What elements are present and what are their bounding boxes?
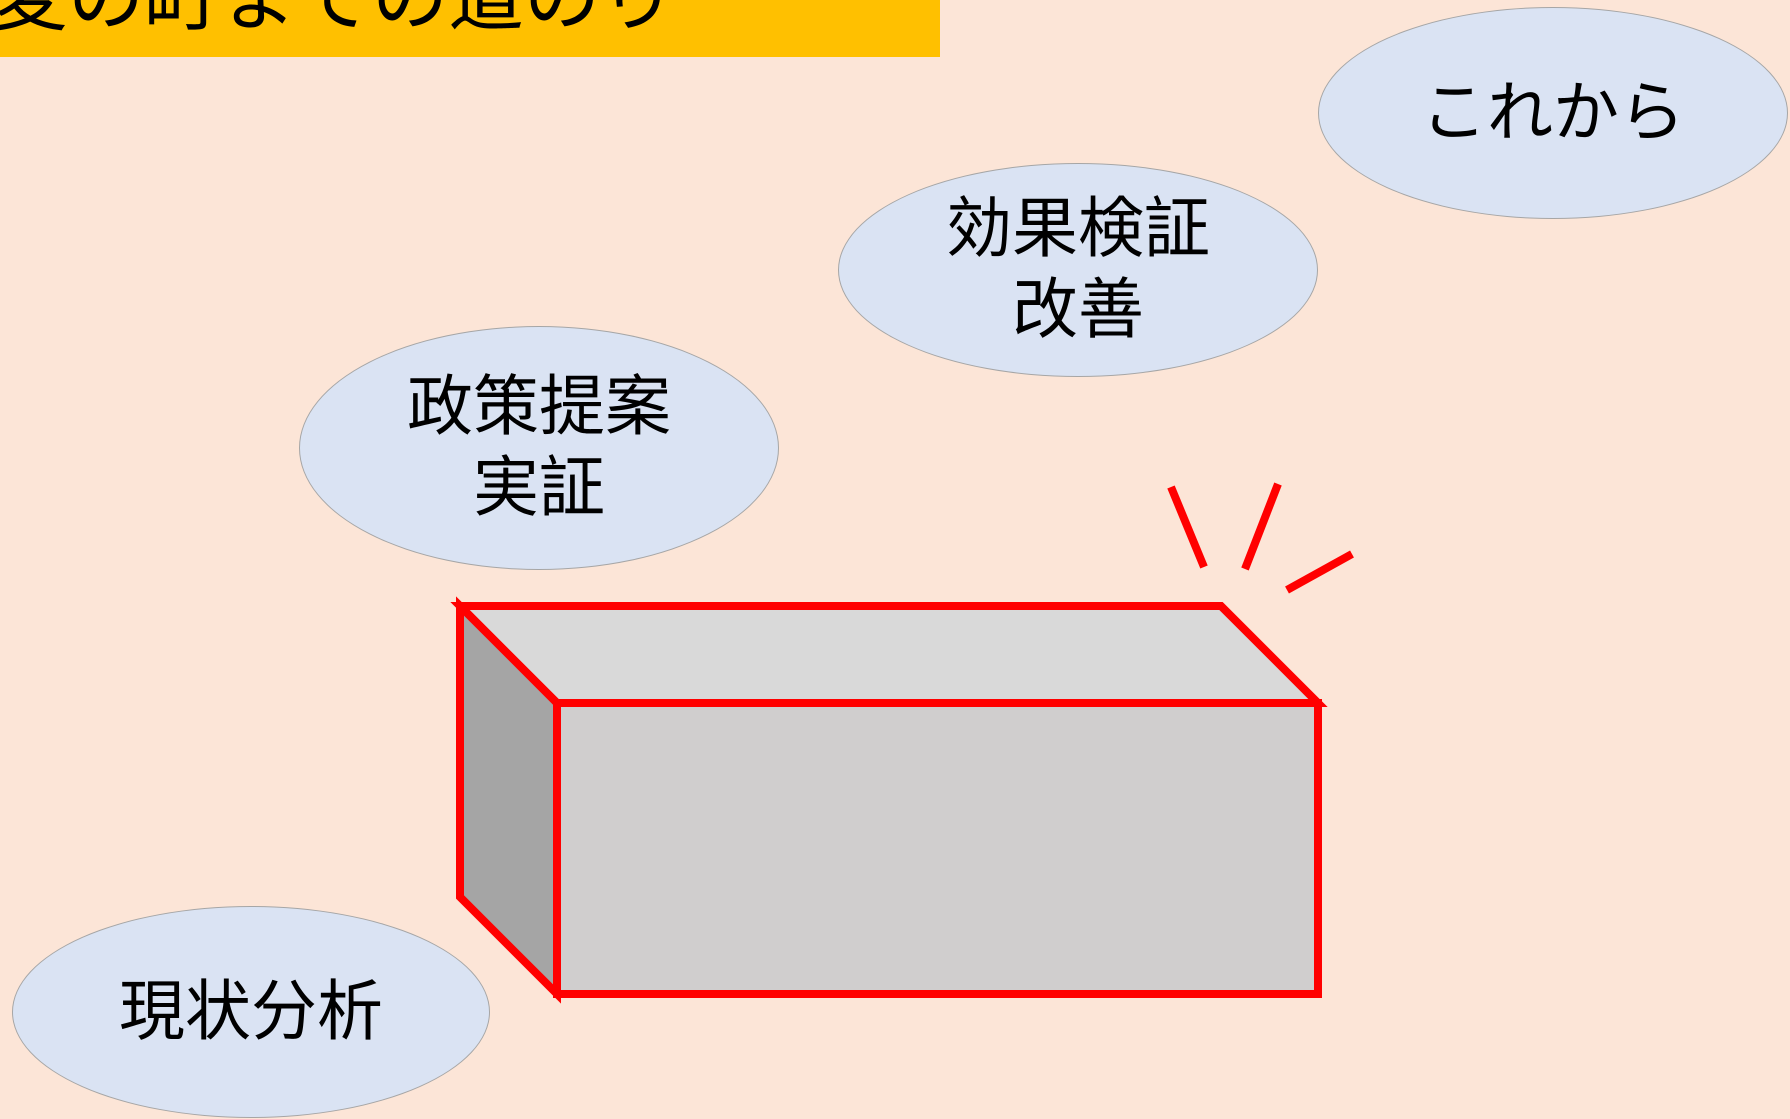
step-bubble-future: これから <box>1318 7 1788 219</box>
step-label-line-2: 実証 <box>473 449 605 526</box>
step-label-line-1: 政策提案 <box>407 368 671 446</box>
spark-lines-icon <box>1167 482 1354 594</box>
step-bubble-effect-verification: 効果検証 改善 <box>838 163 1318 377</box>
step-label: これから <box>1421 73 1685 151</box>
slide-title: 変の町までの道のり <box>0 0 676 36</box>
block-top-face <box>450 602 1328 707</box>
stone-block-icon <box>450 596 1328 1004</box>
block-front-face <box>553 699 1322 998</box>
spark-line <box>1241 482 1282 571</box>
spark-line <box>1167 485 1208 569</box>
step-label-line-2: 改善 <box>1012 271 1144 348</box>
step-bubble-current-analysis: 現状分析 <box>12 906 490 1118</box>
step-label-line-1: 効果検証 <box>946 190 1210 268</box>
step-label: 現状分析 <box>119 972 383 1050</box>
title-banner: 変の町までの道のり <box>0 0 940 57</box>
spark-line <box>1285 550 1354 594</box>
step-bubble-policy-proposal: 政策提案 実証 <box>299 326 779 570</box>
